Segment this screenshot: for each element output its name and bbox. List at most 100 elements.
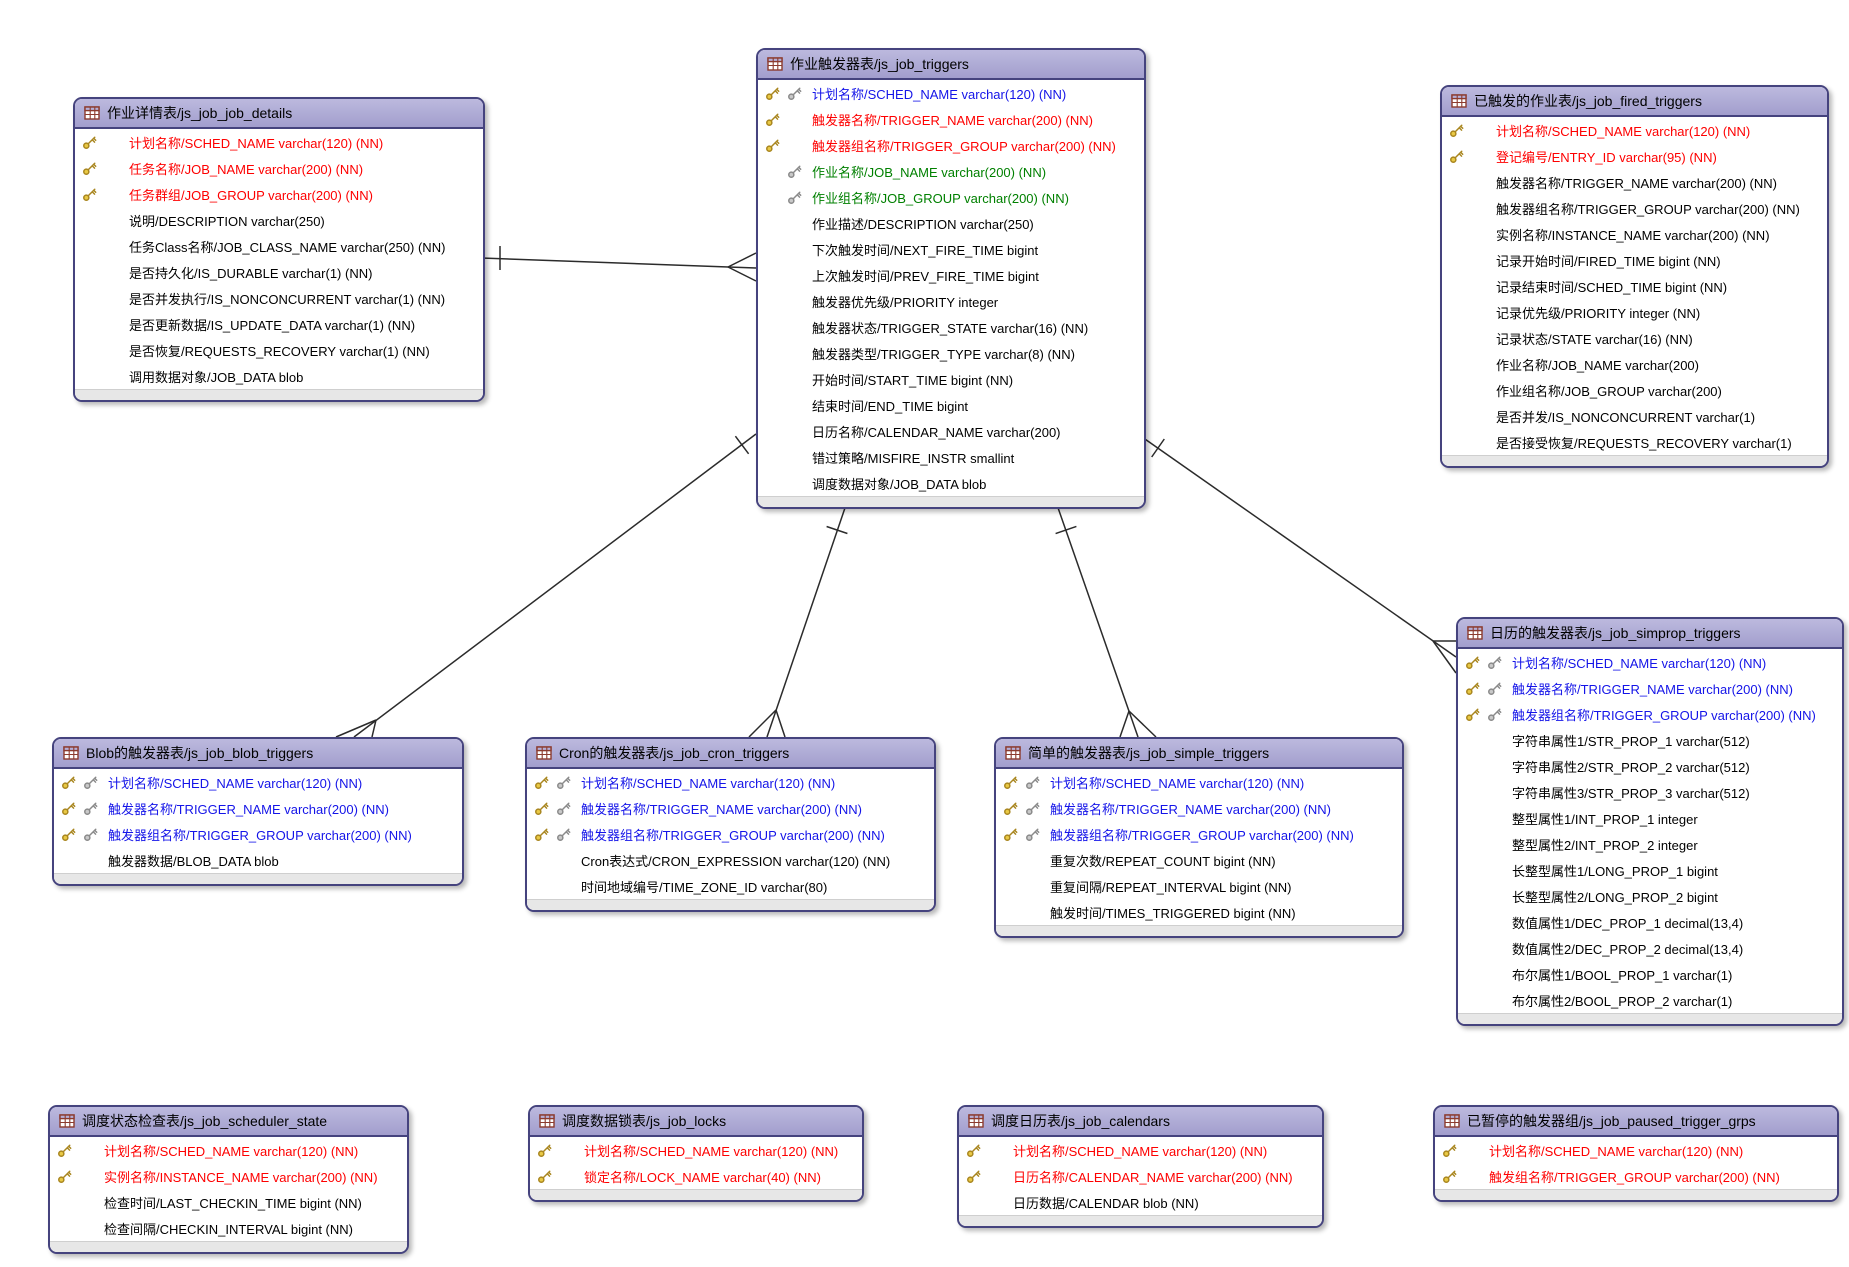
column-row[interactable]: Cron表达式/CRON_EXPRESSION varchar(120) (NN… [527,847,934,873]
entity-table-js_job_paused_trigger_grps[interactable]: 已暂停的触发器组/js_job_paused_trigger_grps 计划名称… [1433,1105,1839,1202]
column-row[interactable]: 触发器优先级/PRIORITY integer [758,288,1144,314]
column-row[interactable]: 说明/DESCRIPTION varchar(250) [75,207,483,233]
column-row[interactable]: 触发器组名称/TRIGGER_GROUP varchar(200) (NN) [1458,701,1842,727]
column-row[interactable]: 结束时间/END_TIME bigint [758,392,1144,418]
column-row[interactable]: 任务名称/JOB_NAME varchar(200) (NN) [75,155,483,181]
column-row[interactable]: 触发器类型/TRIGGER_TYPE varchar(8) (NN) [758,340,1144,366]
column-row[interactable]: 调度数据对象/JOB_DATA blob [758,470,1144,496]
column-row[interactable]: 上次触发时间/PREV_FIRE_TIME bigint [758,262,1144,288]
column-row[interactable]: 字符串属性1/STR_PROP_1 varchar(512) [1458,727,1842,753]
column-row[interactable]: 是否恢复/REQUESTS_RECOVERY varchar(1) (NN) [75,337,483,363]
column-row[interactable]: 任务Class名称/JOB_CLASS_NAME varchar(250) (N… [75,233,483,259]
column-row[interactable]: 字符串属性3/STR_PROP_3 varchar(512) [1458,779,1842,805]
column-row[interactable]: 计划名称/SCHED_NAME varchar(120) (NN) [1442,117,1827,143]
column-row[interactable]: 开始时间/START_TIME bigint (NN) [758,366,1144,392]
column-row[interactable]: 触发器组名称/TRIGGER_GROUP varchar(200) (NN) [527,821,934,847]
column-row[interactable]: 时间地域编号/TIME_ZONE_ID varchar(80) [527,873,934,899]
column-row[interactable]: 字符串属性2/STR_PROP_2 varchar(512) [1458,753,1842,779]
entity-table-header[interactable]: 简单的触发器表/js_job_simple_triggers [996,739,1402,769]
entity-table-js_job_simprop_triggers[interactable]: 日历的触发器表/js_job_simprop_triggers 计划名称/SCH… [1456,617,1844,1026]
column-row[interactable]: 调用数据对象/JOB_DATA blob [75,363,483,389]
entity-table-js_job_locks[interactable]: 调度数据锁表/js_job_locks 计划名称/SCHED_NAME varc… [528,1105,864,1202]
column-row[interactable]: 日历名称/CALENDAR_NAME varchar(200) (NN) [959,1163,1322,1189]
entity-table-header[interactable]: 日历的触发器表/js_job_simprop_triggers [1458,619,1842,649]
column-row[interactable]: 是否更新数据/IS_UPDATE_DATA varchar(1) (NN) [75,311,483,337]
column-row[interactable]: 触发器名称/TRIGGER_NAME varchar(200) (NN) [527,795,934,821]
entity-table-js_job_job_details[interactable]: 作业详情表/js_job_job_details 计划名称/SCHED_NAME… [73,97,485,402]
column-row[interactable]: 计划名称/SCHED_NAME varchar(120) (NN) [996,769,1402,795]
entity-table-header[interactable]: 调度数据锁表/js_job_locks [530,1107,862,1137]
column-row[interactable]: 计划名称/SCHED_NAME varchar(120) (NN) [527,769,934,795]
column-row[interactable]: 数值属性1/DEC_PROP_1 decimal(13,4) [1458,909,1842,935]
entity-table-header[interactable]: 作业详情表/js_job_job_details [75,99,483,129]
column-row[interactable]: 是否并发执行/IS_NONCONCURRENT varchar(1) (NN) [75,285,483,311]
entity-table-js_job_blob_triggers[interactable]: Blob的触发器表/js_job_blob_triggers 计划名称/SCHE… [52,737,464,886]
column-row[interactable]: 记录状态/STATE varchar(16) (NN) [1442,325,1827,351]
column-row[interactable]: 长整型属性2/LONG_PROP_2 bigint [1458,883,1842,909]
column-row[interactable]: 触发时间/TIMES_TRIGGERED bigint (NN) [996,899,1402,925]
column-row[interactable]: 作业组名称/JOB_GROUP varchar(200) (NN) [758,184,1144,210]
column-row[interactable]: 整型属性2/INT_PROP_2 integer [1458,831,1842,857]
column-row[interactable]: 重复次数/REPEAT_COUNT bigint (NN) [996,847,1402,873]
column-row[interactable]: 记录开始时间/FIRED_TIME bigint (NN) [1442,247,1827,273]
column-row[interactable]: 触发器数据/BLOB_DATA blob [54,847,462,873]
column-row[interactable]: 检查间隔/CHECKIN_INTERVAL bigint (NN) [50,1215,407,1241]
column-row[interactable]: 触发器状态/TRIGGER_STATE varchar(16) (NN) [758,314,1144,340]
entity-table-js_job_calendars[interactable]: 调度日历表/js_job_calendars 计划名称/SCHED_NAME v… [957,1105,1324,1228]
entity-table-header[interactable]: Blob的触发器表/js_job_blob_triggers [54,739,462,769]
column-row[interactable]: 触发器名称/TRIGGER_NAME varchar(200) (NN) [1458,675,1842,701]
column-row[interactable]: 布尔属性1/BOOL_PROP_1 varchar(1) [1458,961,1842,987]
column-row[interactable]: 作业组名称/JOB_GROUP varchar(200) [1442,377,1827,403]
column-row[interactable]: 是否持久化/IS_DURABLE varchar(1) (NN) [75,259,483,285]
column-row[interactable]: 是否接受恢复/REQUESTS_RECOVERY varchar(1) [1442,429,1827,455]
entity-table-js_job_fired_triggers[interactable]: 已触发的作业表/js_job_fired_triggers 计划名称/SCHED… [1440,85,1829,468]
column-row[interactable]: 整型属性1/INT_PROP_1 integer [1458,805,1842,831]
column-row[interactable]: 计划名称/SCHED_NAME varchar(120) (NN) [54,769,462,795]
column-row[interactable]: 实例名称/INSTANCE_NAME varchar(200) (NN) [50,1163,407,1189]
column-row[interactable]: 触发器组名称/TRIGGER_GROUP varchar(200) (NN) [996,821,1402,847]
entity-table-header[interactable]: Cron的触发器表/js_job_cron_triggers [527,739,934,769]
entity-table-header[interactable]: 调度状态检查表/js_job_scheduler_state [50,1107,407,1137]
column-row[interactable]: 触发器名称/TRIGGER_NAME varchar(200) (NN) [758,106,1144,132]
column-row[interactable]: 触发器名称/TRIGGER_NAME varchar(200) (NN) [996,795,1402,821]
column-row[interactable]: 日历名称/CALENDAR_NAME varchar(200) [758,418,1144,444]
column-row[interactable]: 是否并发/IS_NONCONCURRENT varchar(1) [1442,403,1827,429]
column-row[interactable]: 作业名称/JOB_NAME varchar(200) [1442,351,1827,377]
column-row[interactable]: 记录优先级/PRIORITY integer (NN) [1442,299,1827,325]
entity-table-header[interactable]: 作业触发器表/js_job_triggers [758,50,1144,80]
entity-table-js_job_simple_triggers[interactable]: 简单的触发器表/js_job_simple_triggers 计划名称/SCHE… [994,737,1404,938]
entity-table-header[interactable]: 已触发的作业表/js_job_fired_triggers [1442,87,1827,117]
entity-table-js_job_cron_triggers[interactable]: Cron的触发器表/js_job_cron_triggers 计划名称/SCHE… [525,737,936,912]
column-row[interactable]: 日历数据/CALENDAR blob (NN) [959,1189,1322,1215]
column-row[interactable]: 触发器组名称/TRIGGER_GROUP varchar(200) (NN) [758,132,1144,158]
column-row[interactable]: 记录结束时间/SCHED_TIME bigint (NN) [1442,273,1827,299]
column-row[interactable]: 触发组名称/TRIGGER_GROUP varchar(200) (NN) [1435,1163,1837,1189]
column-row[interactable]: 触发器组名称/TRIGGER_GROUP varchar(200) (NN) [1442,195,1827,221]
column-row[interactable]: 计划名称/SCHED_NAME varchar(120) (NN) [959,1137,1322,1163]
column-row[interactable]: 实例名称/INSTANCE_NAME varchar(200) (NN) [1442,221,1827,247]
column-row[interactable]: 数值属性2/DEC_PROP_2 decimal(13,4) [1458,935,1842,961]
column-row[interactable]: 计划名称/SCHED_NAME varchar(120) (NN) [1435,1137,1837,1163]
column-row[interactable]: 重复间隔/REPEAT_INTERVAL bigint (NN) [996,873,1402,899]
column-row[interactable]: 触发器名称/TRIGGER_NAME varchar(200) (NN) [54,795,462,821]
entity-table-js_job_scheduler_state[interactable]: 调度状态检查表/js_job_scheduler_state 计划名称/SCHE… [48,1105,409,1254]
column-row[interactable]: 计划名称/SCHED_NAME varchar(120) (NN) [50,1137,407,1163]
column-row[interactable]: 错过策略/MISFIRE_INSTR smallint [758,444,1144,470]
column-row[interactable]: 作业描述/DESCRIPTION varchar(250) [758,210,1144,236]
column-row[interactable]: 下次触发时间/NEXT_FIRE_TIME bigint [758,236,1144,262]
column-row[interactable]: 计划名称/SCHED_NAME varchar(120) (NN) [75,129,483,155]
column-row[interactable]: 作业名称/JOB_NAME varchar(200) (NN) [758,158,1144,184]
column-row[interactable]: 计划名称/SCHED_NAME varchar(120) (NN) [758,80,1144,106]
column-row[interactable]: 触发器名称/TRIGGER_NAME varchar(200) (NN) [1442,169,1827,195]
column-row[interactable]: 布尔属性2/BOOL_PROP_2 varchar(1) [1458,987,1842,1013]
column-row[interactable]: 任务群组/JOB_GROUP varchar(200) (NN) [75,181,483,207]
column-row[interactable]: 计划名称/SCHED_NAME varchar(120) (NN) [530,1137,862,1163]
column-row[interactable]: 登记编号/ENTRY_ID varchar(95) (NN) [1442,143,1827,169]
entity-table-js_job_triggers[interactable]: 作业触发器表/js_job_triggers 计划名称/SCHED_NAME v… [756,48,1146,509]
column-row[interactable]: 触发器组名称/TRIGGER_GROUP varchar(200) (NN) [54,821,462,847]
entity-table-header[interactable]: 调度日历表/js_job_calendars [959,1107,1322,1137]
column-row[interactable]: 长整型属性1/LONG_PROP_1 bigint [1458,857,1842,883]
column-row[interactable]: 计划名称/SCHED_NAME varchar(120) (NN) [1458,649,1842,675]
column-row[interactable]: 检查时间/LAST_CHECKIN_TIME bigint (NN) [50,1189,407,1215]
column-row[interactable]: 锁定名称/LOCK_NAME varchar(40) (NN) [530,1163,862,1189]
